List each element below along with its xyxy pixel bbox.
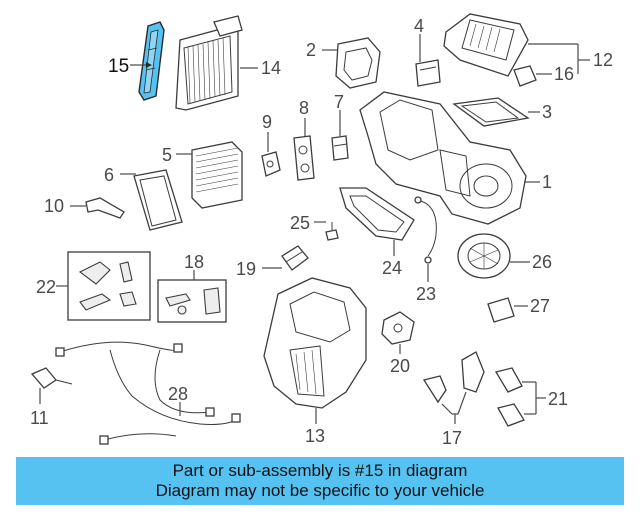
part-11-sensor[interactable] <box>30 367 73 389</box>
callout-5: 5 <box>162 145 172 165</box>
callout-21: 21 <box>548 389 568 409</box>
part-16-actuator[interactable] <box>513 65 537 87</box>
part-7-expansion-valve[interactable] <box>331 135 349 161</box>
part-26-blower-motor[interactable] <box>457 233 511 279</box>
callout-24: 24 <box>382 258 402 278</box>
part-10-sensor[interactable] <box>85 197 125 219</box>
banner-line-2: Diagram may not be specific to your vehi… <box>155 481 485 500</box>
callout-13: 13 <box>305 426 325 446</box>
callout-9: 9 <box>262 112 272 132</box>
callout-25: 25 <box>290 213 310 233</box>
callout-12: 12 <box>593 50 613 70</box>
part-8-gasket[interactable] <box>293 135 315 181</box>
part-6-frame-seal[interactable] <box>133 169 183 231</box>
callout-4: 4 <box>414 16 424 36</box>
callout-1: 1 <box>542 172 552 192</box>
callout-19: 19 <box>236 259 256 279</box>
part-5-evaporator[interactable] <box>191 141 243 209</box>
part-12-housing-upper[interactable] <box>443 13 529 77</box>
callout-17: 17 <box>442 428 462 448</box>
part-4-bracket[interactable] <box>415 59 441 87</box>
part-28-wiring-harness[interactable] <box>55 341 241 445</box>
part-20-actuator[interactable] <box>381 311 415 345</box>
callout-2: 2 <box>306 40 316 60</box>
callout-22: 22 <box>36 277 56 297</box>
part-17-sensors[interactable] <box>422 351 485 404</box>
callout-23: 23 <box>416 284 436 304</box>
callout-28: 28 <box>168 384 188 404</box>
info-banner: Part or sub-assembly is #15 in diagram D… <box>16 457 624 505</box>
callout-27: 27 <box>530 296 550 316</box>
part-27-resistor[interactable] <box>487 297 515 323</box>
part-21-actuators[interactable] <box>494 367 525 427</box>
part-19-connector[interactable] <box>281 245 309 271</box>
part-2-seal[interactable] <box>335 37 381 89</box>
callout-7: 7 <box>334 92 344 112</box>
banner-line-1: Part or sub-assembly is #15 in diagram <box>172 461 468 480</box>
part-23-drain-tube[interactable] <box>414 196 437 264</box>
callout-16: 16 <box>554 64 574 84</box>
part-18-kit[interactable] <box>157 279 227 323</box>
callout-3: 3 <box>542 102 552 122</box>
callout-26: 26 <box>532 252 552 272</box>
callout-15: 15 <box>108 56 129 77</box>
part-24-duct[interactable] <box>339 187 415 241</box>
part-13-lower-housing[interactable] <box>263 277 367 409</box>
part-1-hvac-case[interactable] <box>359 91 527 225</box>
parts-diagram: 15 14 2 4 12 <box>30 13 613 448</box>
part-14-heater-core[interactable] <box>175 15 243 111</box>
part-3-cabin-filter[interactable] <box>452 97 530 127</box>
callout-6: 6 <box>104 165 114 185</box>
callout-18: 18 <box>184 252 204 272</box>
callout-8: 8 <box>299 98 309 118</box>
part-25-clip[interactable] <box>325 222 339 241</box>
callout-20: 20 <box>390 356 410 376</box>
part-15-heater-tube[interactable] <box>138 21 165 101</box>
part-22-kit[interactable] <box>67 251 151 321</box>
callout-10: 10 <box>44 196 64 216</box>
callout-11: 11 <box>30 408 49 428</box>
callout-14: 14 <box>261 58 281 78</box>
part-9-sensor[interactable] <box>261 151 281 177</box>
